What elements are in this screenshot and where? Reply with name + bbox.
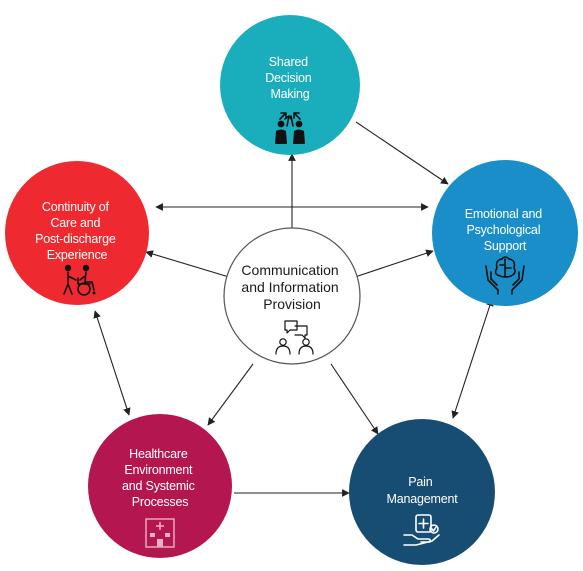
arrow-center-to-pain	[330, 363, 379, 435]
arrow-center-to-emotional	[354, 249, 434, 278]
node-label-line: Management	[387, 492, 459, 506]
node-label-line: Making	[270, 87, 309, 101]
node-circle-pain	[349, 419, 495, 565]
chat-people-icon	[275, 320, 314, 355]
node-label-line: Emotional and	[465, 207, 543, 221]
node-label-line: Continuity of	[42, 200, 110, 214]
arrow-center-to-continuity	[145, 250, 230, 278]
node-label-line: Healthcare	[129, 447, 188, 461]
node-label-line: Support	[484, 239, 527, 253]
arrow-emotional-pain	[451, 298, 494, 419]
node-label-line: Experience	[47, 248, 108, 262]
node-emotional-support: Emotional and Psychological Support	[432, 160, 578, 306]
arrow-center-to-healthcare	[207, 363, 254, 426]
node-label-line: Pain	[408, 475, 432, 489]
node-label-continuity: Continuity of Care and Post-discharge Ex…	[35, 200, 119, 262]
node-label-line: Post-discharge	[35, 232, 116, 246]
node-label-line: Processes	[132, 495, 189, 509]
medical-hand-icon	[403, 514, 440, 546]
node-label-line: and Systemic	[122, 479, 195, 493]
node-continuity-of-care: Continuity of Care and Post-discharge Ex…	[5, 161, 149, 305]
hospital-icon	[145, 518, 175, 548]
node-center-communication: Communication and Information Provision	[223, 227, 361, 365]
node-label-emotional: Emotional and Psychological Support	[465, 207, 546, 253]
center-label-line: and Information	[241, 279, 338, 295]
node-circle-continuity	[5, 161, 149, 305]
node-label-line: Environment	[124, 463, 193, 477]
arrows	[93, 121, 494, 497]
arrow-shared-to-emotional	[355, 121, 449, 185]
node-label-line: Shared	[269, 55, 308, 69]
center-label-line: Provision	[263, 296, 321, 312]
node-label-line: Decision	[265, 71, 312, 85]
wheelchair-icon	[63, 264, 96, 296]
people-arrows-icon	[275, 112, 305, 144]
node-shared-decision-making: Shared Decision Making	[220, 15, 360, 155]
node-circle-healthcare	[88, 414, 232, 558]
node-pain-management: Pain Management	[349, 419, 495, 565]
node-healthcare-environment: Healthcare Environment and Systemic Proc…	[88, 414, 232, 558]
center-label-line: Communication	[241, 262, 338, 278]
node-label-pain: Pain Management	[387, 475, 459, 506]
center-label: Communication and Information Provision	[241, 262, 342, 312]
node-label-shared: Shared Decision Making	[265, 55, 315, 101]
node-circle-shared	[220, 15, 360, 155]
node-label-line: Psychological	[466, 223, 540, 237]
node-circle-emotional	[432, 160, 578, 306]
arrow-continuity-healthcare	[93, 310, 131, 416]
node-label-healthcare: Healthcare Environment and Systemic Proc…	[122, 447, 198, 509]
center-circle	[223, 227, 361, 365]
brain-hands-icon	[485, 256, 525, 295]
node-label-line: Care and	[50, 216, 100, 230]
